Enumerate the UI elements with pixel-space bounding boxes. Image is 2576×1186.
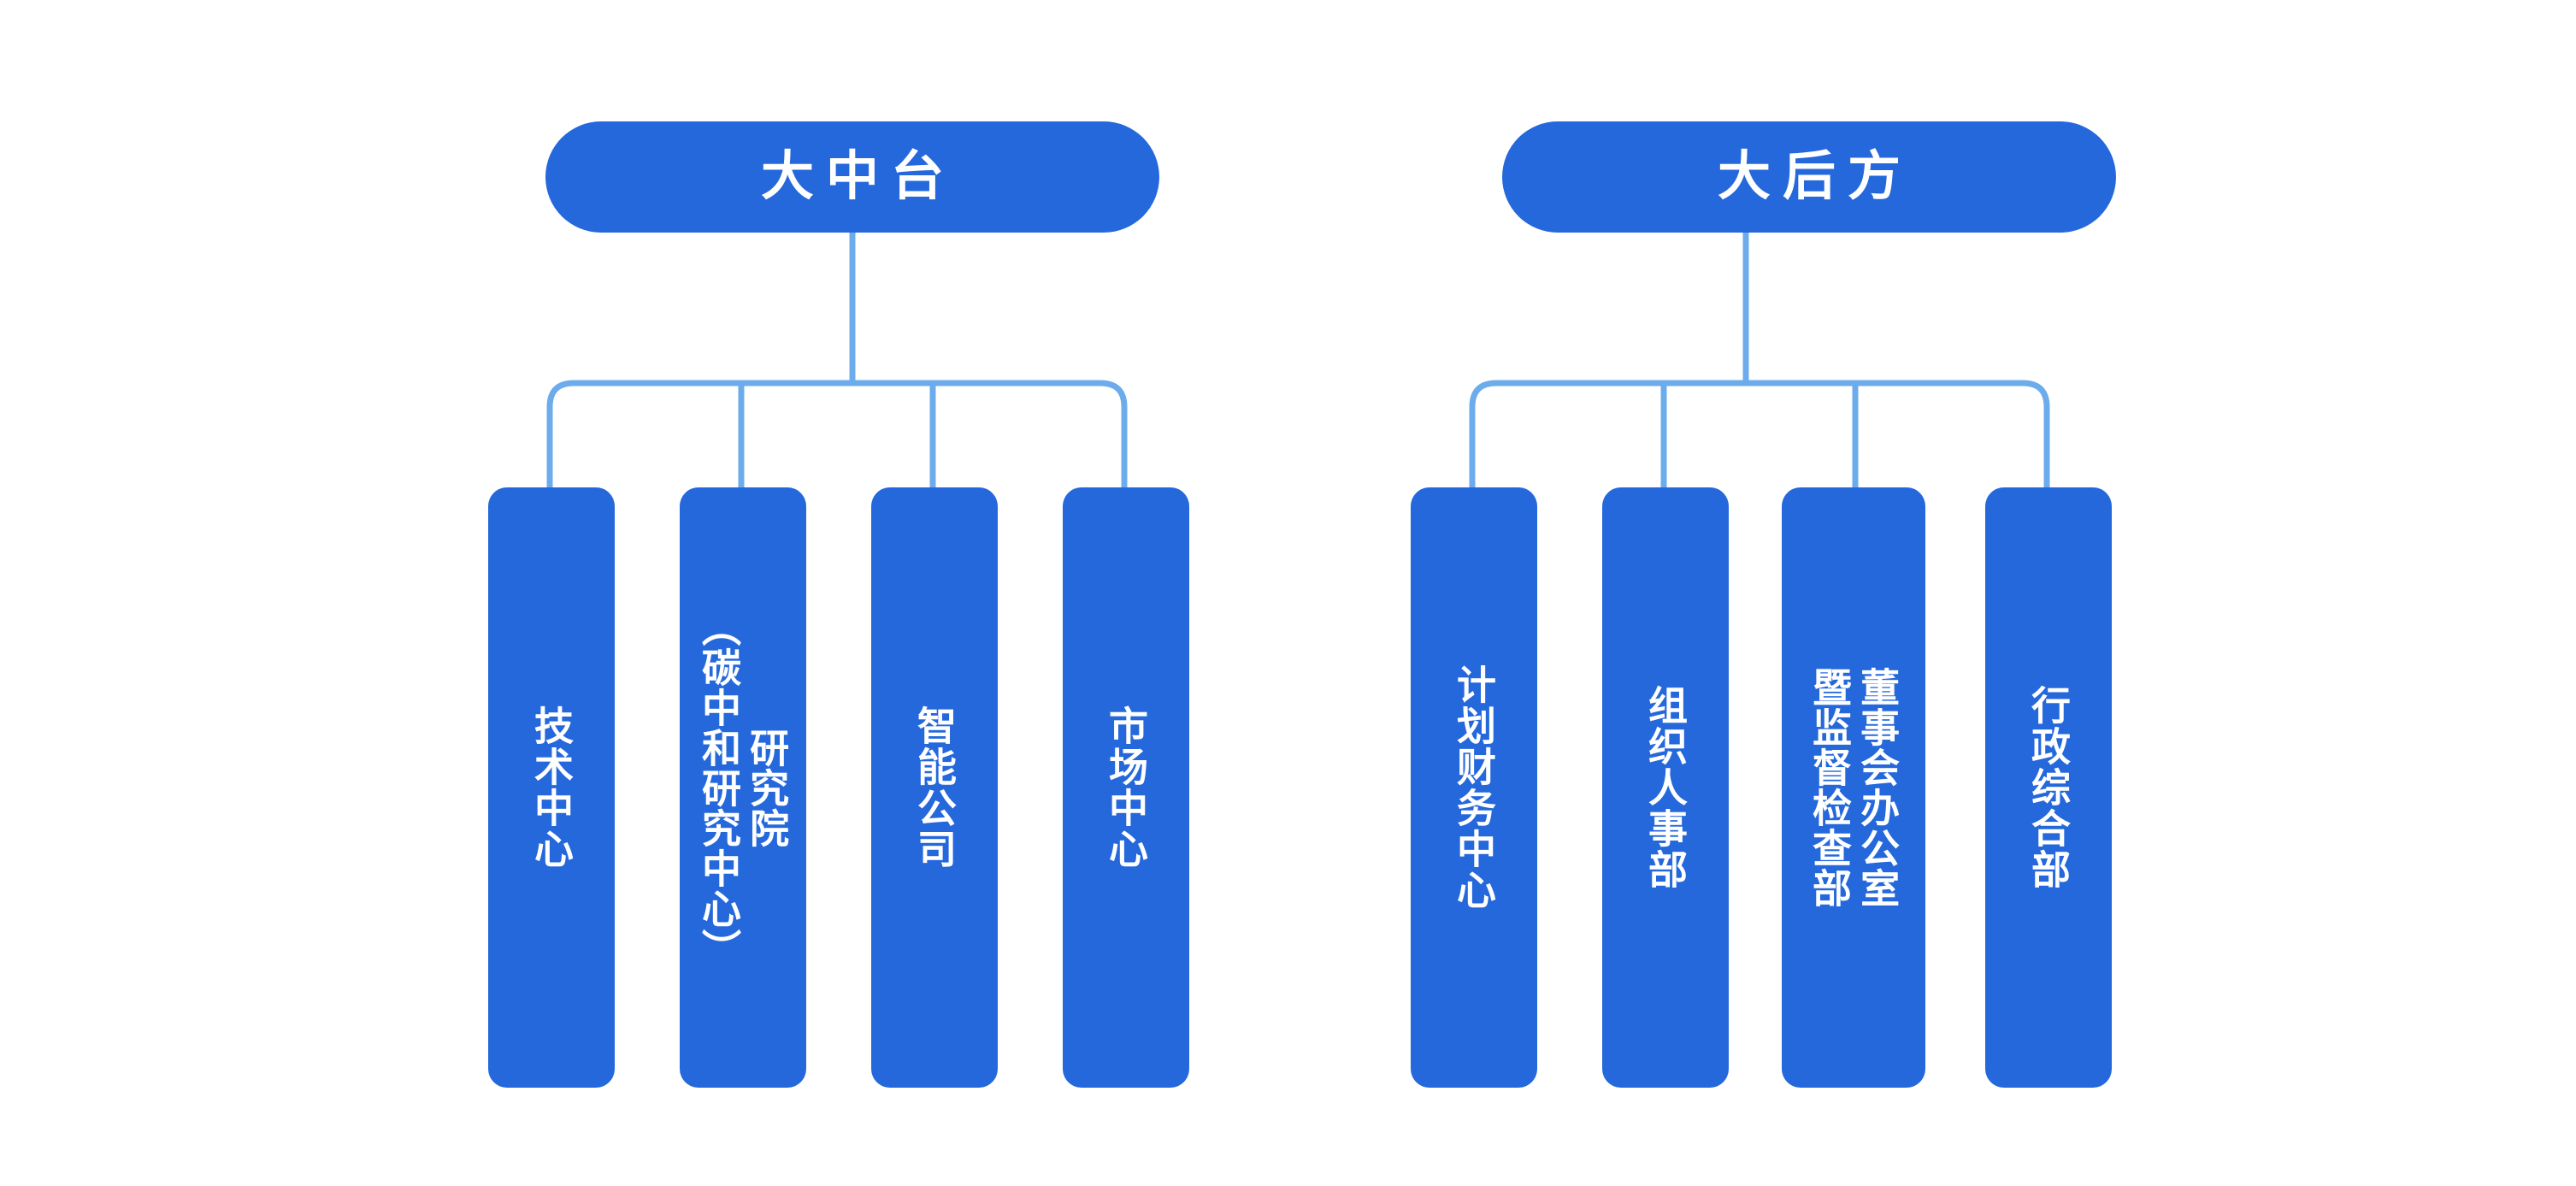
org-card-board-office-supervision-dept[interactable]: 董事会办公室暨监督检查部: [1782, 487, 1925, 1088]
group-header-group-back-office[interactable]: 大后方: [1502, 121, 2116, 233]
org-card-label: 市场中心: [1104, 705, 1149, 870]
org-card-label: 董事会办公室: [1855, 667, 1901, 908]
group-header-group-mid-platform[interactable]: 大中台: [545, 121, 1159, 233]
org-card-label: 行政综合部: [2026, 685, 2072, 890]
org-card-label: 智能公司: [912, 705, 958, 870]
org-card-label: 组织人事部: [1643, 685, 1689, 890]
group-header-label: 大中台: [760, 147, 956, 206]
org-card-label: （碳中和研究中心）: [697, 606, 741, 969]
org-card-label: 计划财务中心: [1452, 664, 1497, 911]
group-header-label: 大后方: [1717, 147, 1913, 206]
bus-group-back-office: [1469, 380, 2050, 487]
org-card-label: 技术中心: [529, 705, 575, 870]
org-card-label: 暨监督检查部: [1807, 667, 1852, 908]
org-card-administration-general-dept[interactable]: 行政综合部: [1985, 487, 2112, 1088]
bus-group-mid-platform: [546, 380, 1128, 487]
org-card-technology-center[interactable]: 技术中心: [488, 487, 615, 1088]
org-card-organization-personnel-dept[interactable]: 组织人事部: [1602, 487, 1729, 1088]
org-card-research-institute[interactable]: 研究院（碳中和研究中心）: [680, 487, 806, 1088]
org-card-planning-finance-center[interactable]: 计划财务中心: [1411, 487, 1537, 1088]
org-card-market-center[interactable]: 市场中心: [1063, 487, 1189, 1088]
org-card-intelligent-company[interactable]: 智能公司: [871, 487, 998, 1088]
org-card-label: 研究院: [745, 727, 790, 848]
